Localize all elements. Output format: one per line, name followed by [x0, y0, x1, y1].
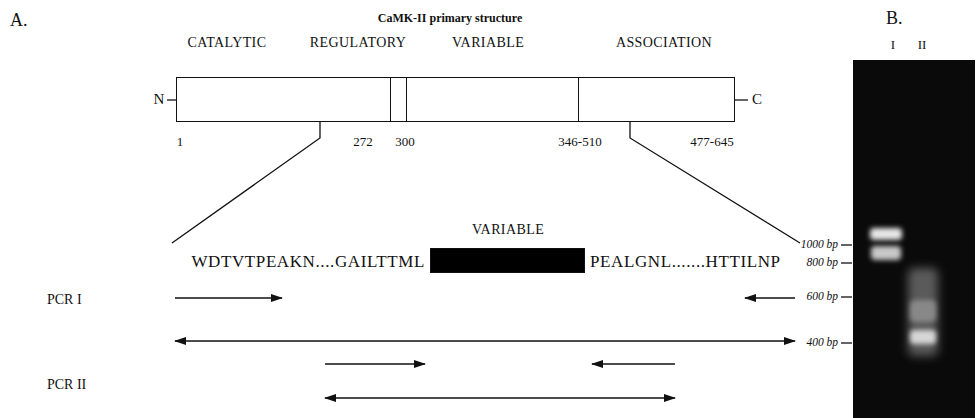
size-marker: 1000 bp	[801, 238, 838, 251]
residue-number: 300	[395, 135, 415, 150]
size-marker: 600 bp	[806, 290, 838, 303]
domain-box: REGULATORY	[390, 77, 407, 122]
terminus-label: N	[154, 91, 165, 108]
panel-letter: B.	[886, 8, 903, 29]
ladder-tick	[841, 262, 852, 263]
sequence-text: WDTVTPEAKN....GAILTTML	[191, 252, 425, 272]
product-arrow	[175, 340, 795, 341]
pcr-label: PCR I	[47, 292, 82, 308]
primer-arrow	[745, 297, 795, 298]
domain-box: VARIABLE	[406, 77, 579, 122]
pcr-label: PCR II	[47, 377, 86, 393]
ladder-tick	[841, 342, 852, 343]
residue-number: 346-510	[558, 135, 601, 150]
residue-number: 477-645	[690, 135, 733, 150]
zoom-line	[172, 122, 320, 243]
product-arrow	[325, 397, 675, 398]
size-marker: 400 bp	[806, 336, 838, 349]
domain-label: REGULATORY	[310, 35, 406, 51]
sequence-text: PEALGNL.......HTTILNP	[590, 252, 781, 272]
variable-region-box: VARIABLE	[430, 248, 585, 273]
domain-box: ASSOCIATION	[578, 77, 735, 122]
primer-arrow	[325, 363, 425, 364]
gel-image	[853, 60, 975, 418]
ladder-tick	[841, 244, 852, 245]
domain-box: CATALYTIC	[176, 77, 391, 122]
size-marker: 800 bp	[806, 256, 838, 269]
figure-title: CaMK-II primary structure	[378, 11, 522, 26]
lane-label: I	[891, 38, 895, 53]
primer-arrow	[592, 363, 675, 364]
domain-label: VARIABLE	[472, 222, 544, 238]
terminus-label: C	[752, 91, 762, 108]
primer-arrow	[175, 297, 282, 298]
lane-label: II	[918, 38, 927, 53]
residue-number: 272	[353, 135, 373, 150]
domain-label: VARIABLE	[452, 35, 524, 51]
residue-number: 1	[177, 135, 184, 150]
panel-letter: A.	[10, 10, 28, 31]
domain-label: CATALYTIC	[188, 35, 267, 51]
ladder-tick	[841, 296, 852, 297]
terminus-tick	[167, 99, 176, 100]
zoom-line	[630, 122, 800, 243]
domain-label: ASSOCIATION	[616, 35, 712, 51]
terminus-tick	[735, 99, 748, 100]
